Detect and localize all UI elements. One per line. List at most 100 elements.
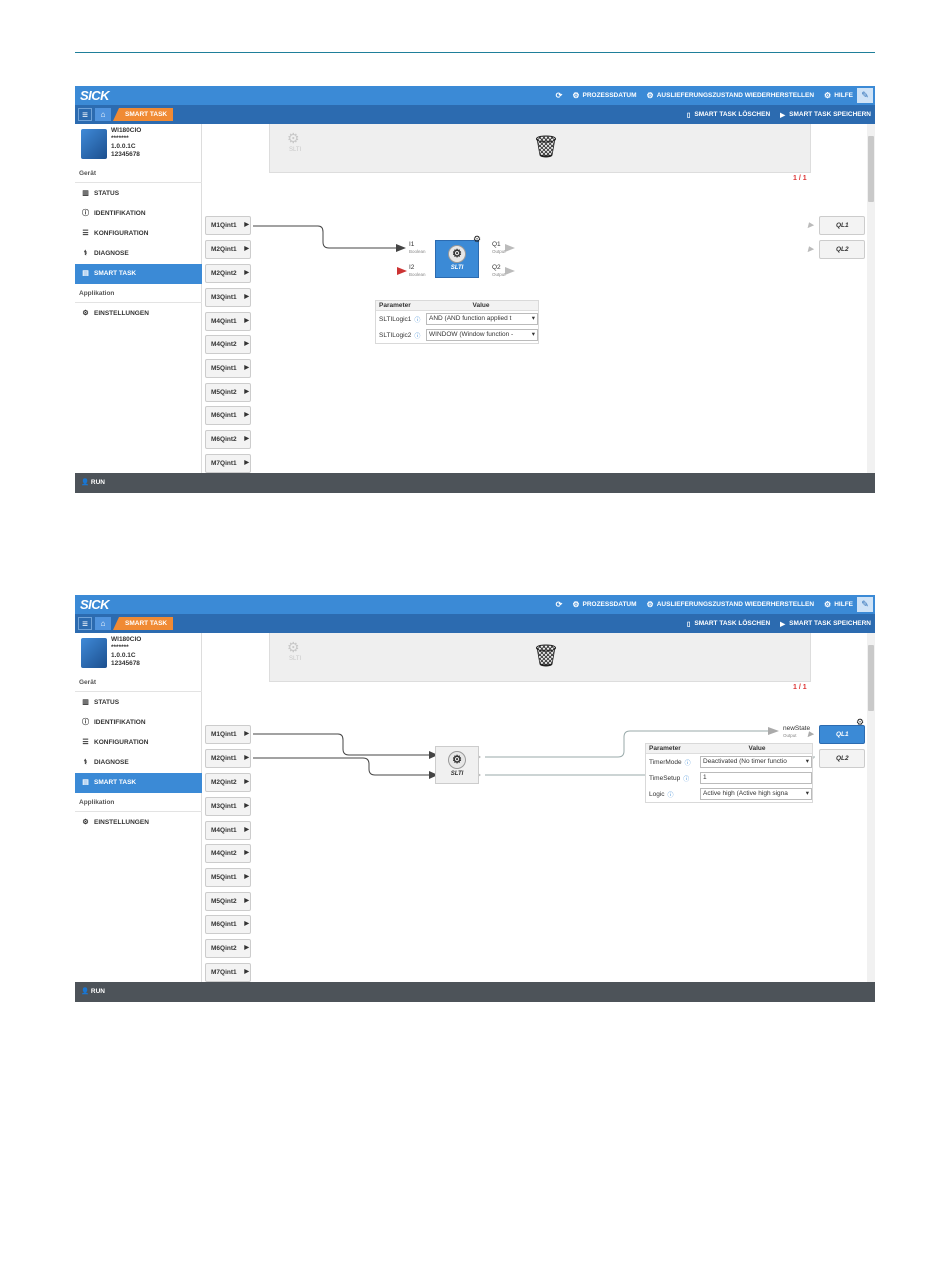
save-smart-task-button[interactable]: ▶SMART TASK SPEICHERN	[780, 111, 871, 119]
input-m7qint1[interactable]: M7Qint1	[205, 454, 251, 473]
input-m5qint1[interactable]: M5Qint1	[205, 359, 251, 378]
input-m7qint1[interactable]: M7Qint1	[205, 963, 251, 982]
input-m4qint1[interactable]: M4Qint1	[205, 821, 251, 840]
port-i1-type: Boolean	[409, 249, 426, 254]
prozessdatum-button[interactable]: ⚙PROZESSDATUM	[572, 600, 636, 609]
input-m6qint1[interactable]: M6Qint1	[205, 406, 251, 425]
info-icon[interactable]: ⓘ	[684, 760, 691, 767]
sidebar-item-smart-task[interactable]: ▤SMART TASK	[75, 773, 202, 793]
vertical-scrollbar[interactable]	[867, 633, 875, 982]
input-m5qint2[interactable]: M5Qint2	[205, 383, 251, 402]
vertical-scrollbar[interactable]	[867, 124, 875, 473]
wire-layer	[253, 727, 815, 779]
delete-smart-task-button[interactable]: ▯SMART TASK LÖSCHEN	[687, 111, 770, 119]
info-icon[interactable]: ⓘ	[414, 317, 421, 324]
trash-icon[interactable]: 🗑	[532, 134, 560, 159]
sidebar-item-diagnose[interactable]: ⚕DIAGNOSE	[75, 753, 202, 773]
input-m2qint2[interactable]: M2Qint2	[205, 264, 251, 283]
palette-block-slti[interactable]: ⚙SLTI	[275, 639, 325, 677]
output-ql2[interactable]: QL2	[808, 240, 865, 259]
input-m4qint2[interactable]: M4Qint2	[205, 844, 251, 863]
sidebar-item-status[interactable]: ▥STATUS	[75, 693, 202, 713]
input-m6qint2[interactable]: M6Qint2	[205, 939, 251, 958]
input-m5qint2[interactable]: M5Qint2	[205, 892, 251, 911]
scrollbar-thumb[interactable]	[868, 136, 874, 202]
info-icon[interactable]: ⓘ	[683, 776, 690, 783]
output-settings-icon[interactable]: ⚙	[856, 717, 865, 727]
gears-icon: ⚙	[824, 600, 832, 609]
sidebar-item-konfiguration[interactable]: ☰KONFIGURATION	[75, 733, 202, 753]
document-icon: ▯	[686, 620, 691, 628]
slti-block[interactable]: ⚙SLTI	[435, 746, 479, 784]
save-label: SMART TASK SPEICHERN	[789, 111, 871, 118]
menu-icon[interactable]: ≡	[78, 108, 92, 121]
palette-block-slti[interactable]: ⚙SLTI	[275, 130, 325, 168]
output-ql1[interactable]: QL1	[808, 725, 865, 744]
prozessdatum-label: PROZESSDATUM	[582, 92, 637, 99]
trash-icon[interactable]: 🗑	[532, 643, 560, 668]
sick-logo: SICK	[80, 597, 110, 612]
gears-icon: ⚙	[646, 600, 654, 609]
input-m2qint1[interactable]: M2Qint1	[205, 749, 251, 768]
scrollbar-thumb[interactable]	[868, 645, 874, 711]
breadcrumb-smart-task[interactable]: SMART TASK	[113, 617, 174, 630]
sidebar-item-einstellungen[interactable]: ⚙EINSTELLUNGEN	[75, 304, 202, 324]
refresh-button[interactable]: ⟳	[556, 91, 563, 100]
screenshot-2: SICK ⟳ ⚙PROZESSDATUM ⚙AUSLIEFERUNGSZUSTA…	[75, 595, 875, 1002]
device-image	[81, 129, 107, 159]
save-smart-task-button[interactable]: ▶SMART TASK SPEICHERN	[780, 620, 871, 628]
input-m4qint1[interactable]: M4Qint1	[205, 312, 251, 331]
param-select-sltilogic1[interactable]: AND (AND function applied t	[426, 313, 538, 325]
input-m2qint1[interactable]: M2Qint1	[205, 240, 251, 259]
input-m3qint1[interactable]: M3Qint1	[205, 797, 251, 816]
edit-pencil-icon[interactable]: ✎	[857, 597, 873, 612]
breadcrumb-smart-task[interactable]: SMART TASK	[113, 108, 174, 121]
input-m3qint1[interactable]: M3Qint1	[205, 288, 251, 307]
help-button[interactable]: ⚙HILFE	[824, 91, 853, 100]
input-m6qint2[interactable]: M6Qint2	[205, 430, 251, 449]
smart-task-canvas[interactable]: ⚙SLTI 🗑 1 / 1 M1Qint1 M2Qint1 M2Qint2 M3…	[203, 124, 865, 473]
delete-smart-task-button[interactable]: ▯SMART TASK LÖSCHEN	[687, 620, 770, 628]
sidebar-item-diagnose[interactable]: ⚕DIAGNOSE	[75, 244, 202, 264]
sidebar-item-einstellungen[interactable]: ⚙EINSTELLUNGEN	[75, 813, 202, 833]
top-header: SICK ⟳ ⚙PROZESSDATUM ⚙AUSLIEFERUNGSZUSTA…	[75, 595, 875, 614]
output-ql2[interactable]: QL2	[808, 749, 865, 768]
sidebar-item-konfiguration[interactable]: ☰KONFIGURATION	[75, 224, 202, 244]
refresh-button[interactable]: ⟳	[556, 600, 563, 609]
input-m2qint2[interactable]: M2Qint2	[205, 773, 251, 792]
input-m6qint1[interactable]: M6Qint1	[205, 915, 251, 934]
input-m1qint1[interactable]: M1Qint1	[205, 216, 251, 235]
smart-task-canvas[interactable]: ⚙SLTI 🗑 1 / 1 M1Qint1 M2Qint1 M2Qint2 M3…	[203, 633, 865, 982]
wire-arrow	[396, 244, 406, 252]
factory-reset-button[interactable]: ⚙AUSLIEFERUNGSZUSTAND WIEDERHERSTELLEN	[647, 91, 815, 100]
home-icon[interactable]: ⌂	[95, 108, 111, 121]
sidebar-item-smart-task[interactable]: ▤SMART TASK	[75, 264, 202, 284]
prozessdatum-button[interactable]: ⚙PROZESSDATUM	[572, 91, 636, 100]
param-select-logic[interactable]: Active high (Active high signa	[700, 788, 812, 800]
edit-pencil-icon[interactable]: ✎	[857, 88, 873, 103]
home-icon[interactable]: ⌂	[95, 617, 111, 630]
i2-arrow	[397, 267, 407, 275]
info-icon[interactable]: ⓘ	[667, 792, 674, 799]
param-select-sltilogic2[interactable]: WINDOW (Window function -	[426, 329, 538, 341]
help-button[interactable]: ⚙HILFE	[824, 600, 853, 609]
input-m1qint1[interactable]: M1Qint1	[205, 725, 251, 744]
input-m4qint2[interactable]: M4Qint2	[205, 335, 251, 354]
param-select-timermode[interactable]: Deactivated (No timer functio	[700, 756, 812, 768]
block-settings-icon[interactable]: ⚙	[473, 234, 482, 244]
run-status: RUN	[90, 479, 105, 486]
menu-icon[interactable]: ≡	[78, 617, 92, 630]
info-icon[interactable]: ⓘ	[414, 333, 421, 340]
input-m5qint1[interactable]: M5Qint1	[205, 868, 251, 887]
sidebar-item-status[interactable]: ▥STATUS	[75, 184, 202, 204]
output-ql1[interactable]: QL1	[808, 216, 865, 235]
delete-label: SMART TASK LÖSCHEN	[694, 111, 771, 118]
factory-reset-button[interactable]: ⚙AUSLIEFERUNGSZUSTAND WIEDERHERSTELLEN	[647, 600, 815, 609]
param-input-timesetup[interactable]: 1	[700, 772, 812, 784]
help-label: HILFE	[834, 92, 853, 99]
slti-block[interactable]: ⚙SLTI	[435, 240, 479, 278]
device-serial: *******	[111, 135, 129, 142]
